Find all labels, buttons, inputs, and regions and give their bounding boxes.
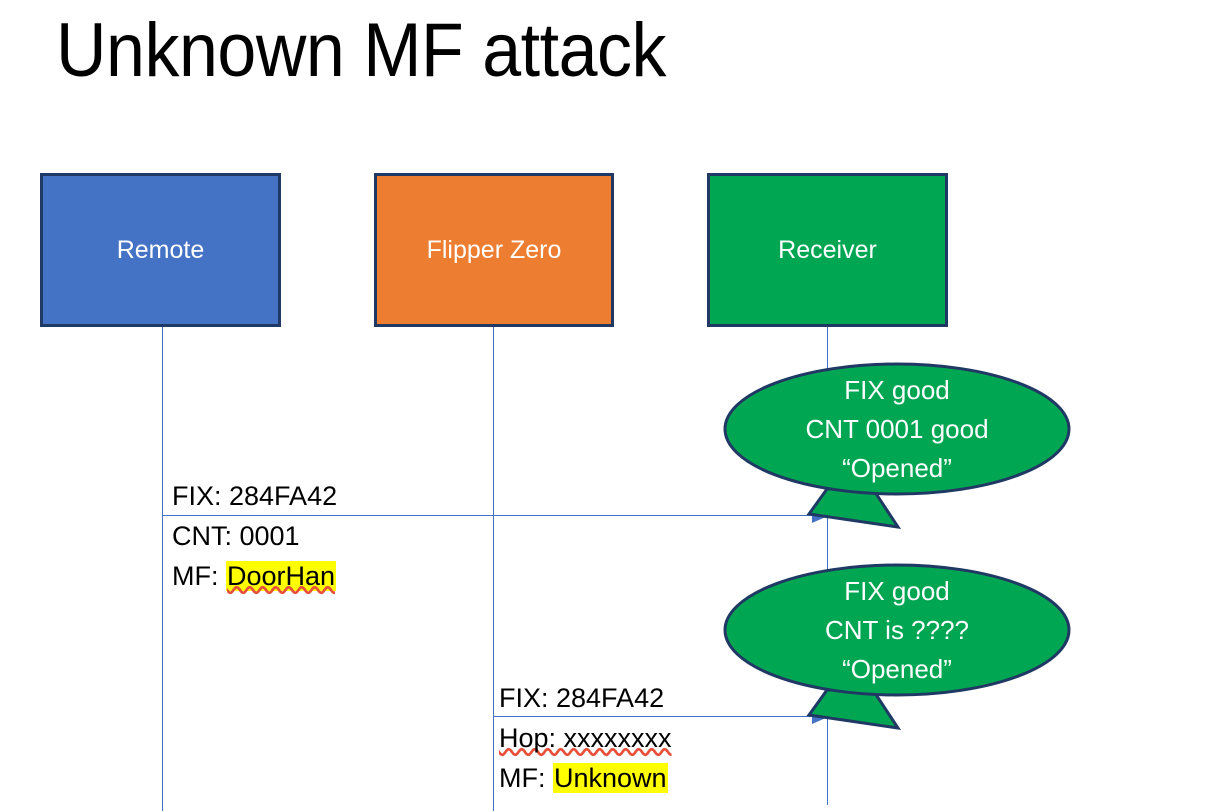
lifeline-flipper-zero: [493, 327, 494, 811]
actor-label-remote: Remote: [116, 235, 205, 264]
message-line-cnt: CNT: 0001: [172, 521, 300, 551]
lifeline-remote: [162, 327, 163, 811]
message-label-remote-to-receiver: FIX: 284FA42 CNT: 0001 MF: DoorHan: [172, 476, 337, 596]
message-label-flipper-to-receiver: FIX: 284FA42 Hop: xxxxxxxx MF: Unknown: [499, 678, 672, 798]
message-line-fix: FIX: 284FA42: [172, 481, 338, 511]
message-line-fix: FIX: 284FA42: [499, 683, 665, 713]
callout-shape: [723, 362, 1071, 529]
callout-shape: [723, 563, 1071, 730]
actor-label-receiver: Receiver: [778, 235, 877, 264]
actor-label-flipper-zero: Flipper Zero: [426, 235, 562, 264]
callout-bubble-second-response[interactable]: FIX good CNT is ???? “Opened”: [723, 563, 1071, 730]
message-line-mf: MF: DoorHan: [172, 556, 337, 596]
page-title: Unknown MF attack: [56, 8, 667, 93]
actor-box-flipper-zero[interactable]: Flipper Zero: [374, 173, 614, 327]
callout-bubble-first-response[interactable]: FIX good CNT 0001 good “Opened”: [723, 362, 1071, 529]
actor-box-receiver[interactable]: Receiver: [707, 173, 948, 327]
message-mf-prefix: MF:: [499, 763, 553, 793]
callout-oval-shape: [723, 563, 1071, 697]
actor-box-remote[interactable]: Remote: [40, 173, 281, 327]
message-mf-value-highlighted: Unknown: [553, 763, 668, 793]
message-mf-prefix: MF:: [172, 561, 226, 591]
callout-oval-shape: [723, 362, 1071, 496]
message-mf-value-highlighted: DoorHan: [226, 561, 337, 591]
message-line-mf: MF: Unknown: [499, 758, 672, 798]
message-line-hop: Hop: xxxxxxxx: [499, 723, 672, 753]
lifeline-receiver: [827, 327, 828, 805]
